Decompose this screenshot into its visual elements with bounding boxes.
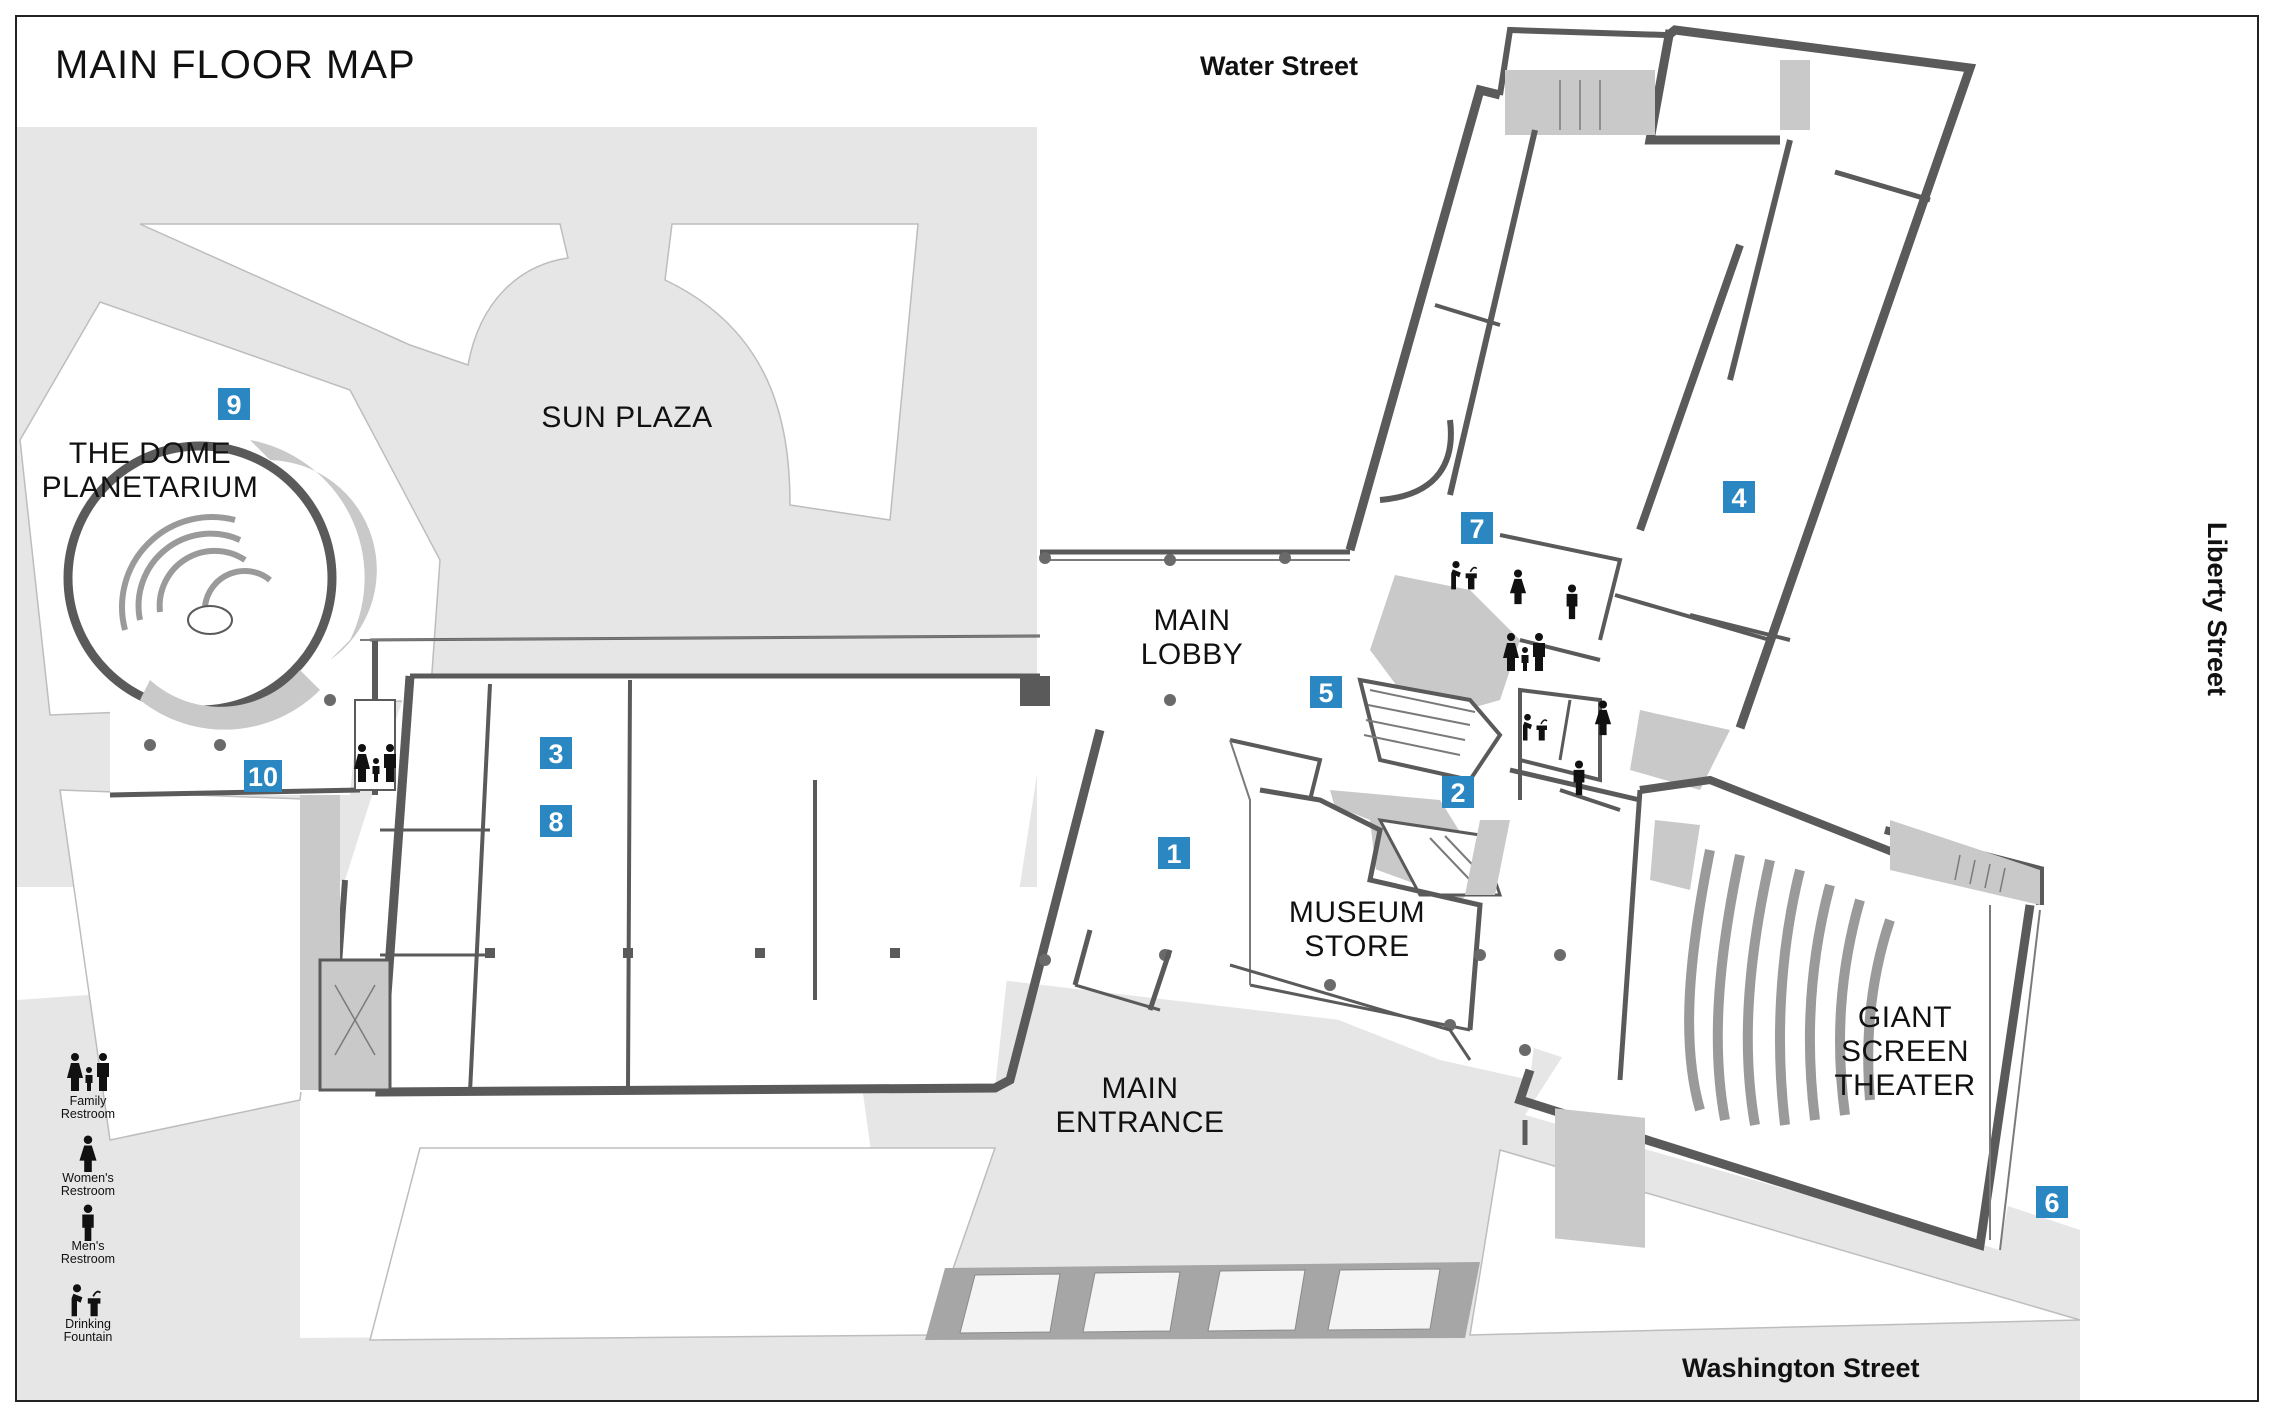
marker-5[interactable]: 5 [1310,676,1342,708]
legend-family-l1: Family [70,1094,108,1108]
svg-text:5: 5 [1318,678,1333,708]
marker-2[interactable]: 2 [1442,776,1474,808]
legend-family-l2: Restroom [61,1107,115,1121]
marker-1[interactable]: 1 [1158,837,1190,869]
legend-women-l1: Women's [62,1171,113,1185]
marker-8[interactable]: 8 [540,805,572,837]
street-label-south: Washington Street [1682,1353,1920,1383]
svg-text:8: 8 [548,807,563,837]
marker-3[interactable]: 3 [540,737,572,769]
street-label-east: Liberty Street [2202,522,2232,696]
area-label-theater-1: GIANT [1858,1001,1952,1034]
area-label-entrance-2: ENTRANCE [1055,1106,1224,1139]
area-label-theater-2: SCREEN [1841,1035,1969,1068]
planetarium [63,440,1041,798]
area-label-entrance-1: MAIN [1102,1072,1179,1105]
svg-text:6: 6 [2044,1188,2059,1218]
legend-fountain-l1: Drinking [65,1317,111,1331]
svg-text:3: 3 [548,739,563,769]
area-label-dome-1: THE DOME [69,437,231,470]
entrance-steps [925,1262,1480,1340]
svg-text:2: 2 [1450,778,1465,808]
map-title: MAIN FLOOR MAP [55,43,416,87]
area-label-store-1: MUSEUM [1289,896,1425,929]
marker-7[interactable]: 7 [1461,512,1493,544]
area-label-sun-plaza: SUN PLAZA [541,401,712,434]
legend-men-l1: Men's [72,1239,105,1253]
west-wing [290,634,1105,1097]
area-label-lobby-2: LOBBY [1141,638,1244,671]
legend-men-l2: Restroom [61,1252,115,1266]
svg-text:7: 7 [1469,514,1484,544]
area-label-dome-2: PLANETARIUM [42,471,259,504]
museum-store [1229,738,1483,1032]
service-core [1330,533,1730,900]
giant-screen-theater [1514,775,2060,1251]
svg-text:4: 4 [1731,483,1746,513]
legend-fountain-l2: Fountain [64,1330,113,1344]
legend: Family Restroom Women's Restroom Men's R… [61,1053,115,1344]
marker-6[interactable]: 6 [2036,1186,2068,1218]
marker-10[interactable]: 10 [244,760,282,792]
svg-text:10: 10 [248,762,278,792]
svg-text:1: 1 [1166,839,1181,869]
area-label-store-2: STORE [1304,930,1409,963]
entrance-doors [1072,929,1472,1061]
area-label-theater-3: THEATER [1834,1069,1975,1102]
marker-9[interactable]: 9 [218,388,250,420]
north-east-wing [1345,25,1977,730]
location-markers: 1 2 3 4 5 6 7 8 [218,388,2068,1218]
marker-4[interactable]: 4 [1723,481,1755,513]
svg-text:9: 9 [226,390,241,420]
area-label-lobby-1: MAIN [1154,604,1231,637]
legend-women-l2: Restroom [61,1184,115,1198]
street-label-north: Water Street [1200,51,1358,81]
lobby-columns [144,552,1566,1056]
